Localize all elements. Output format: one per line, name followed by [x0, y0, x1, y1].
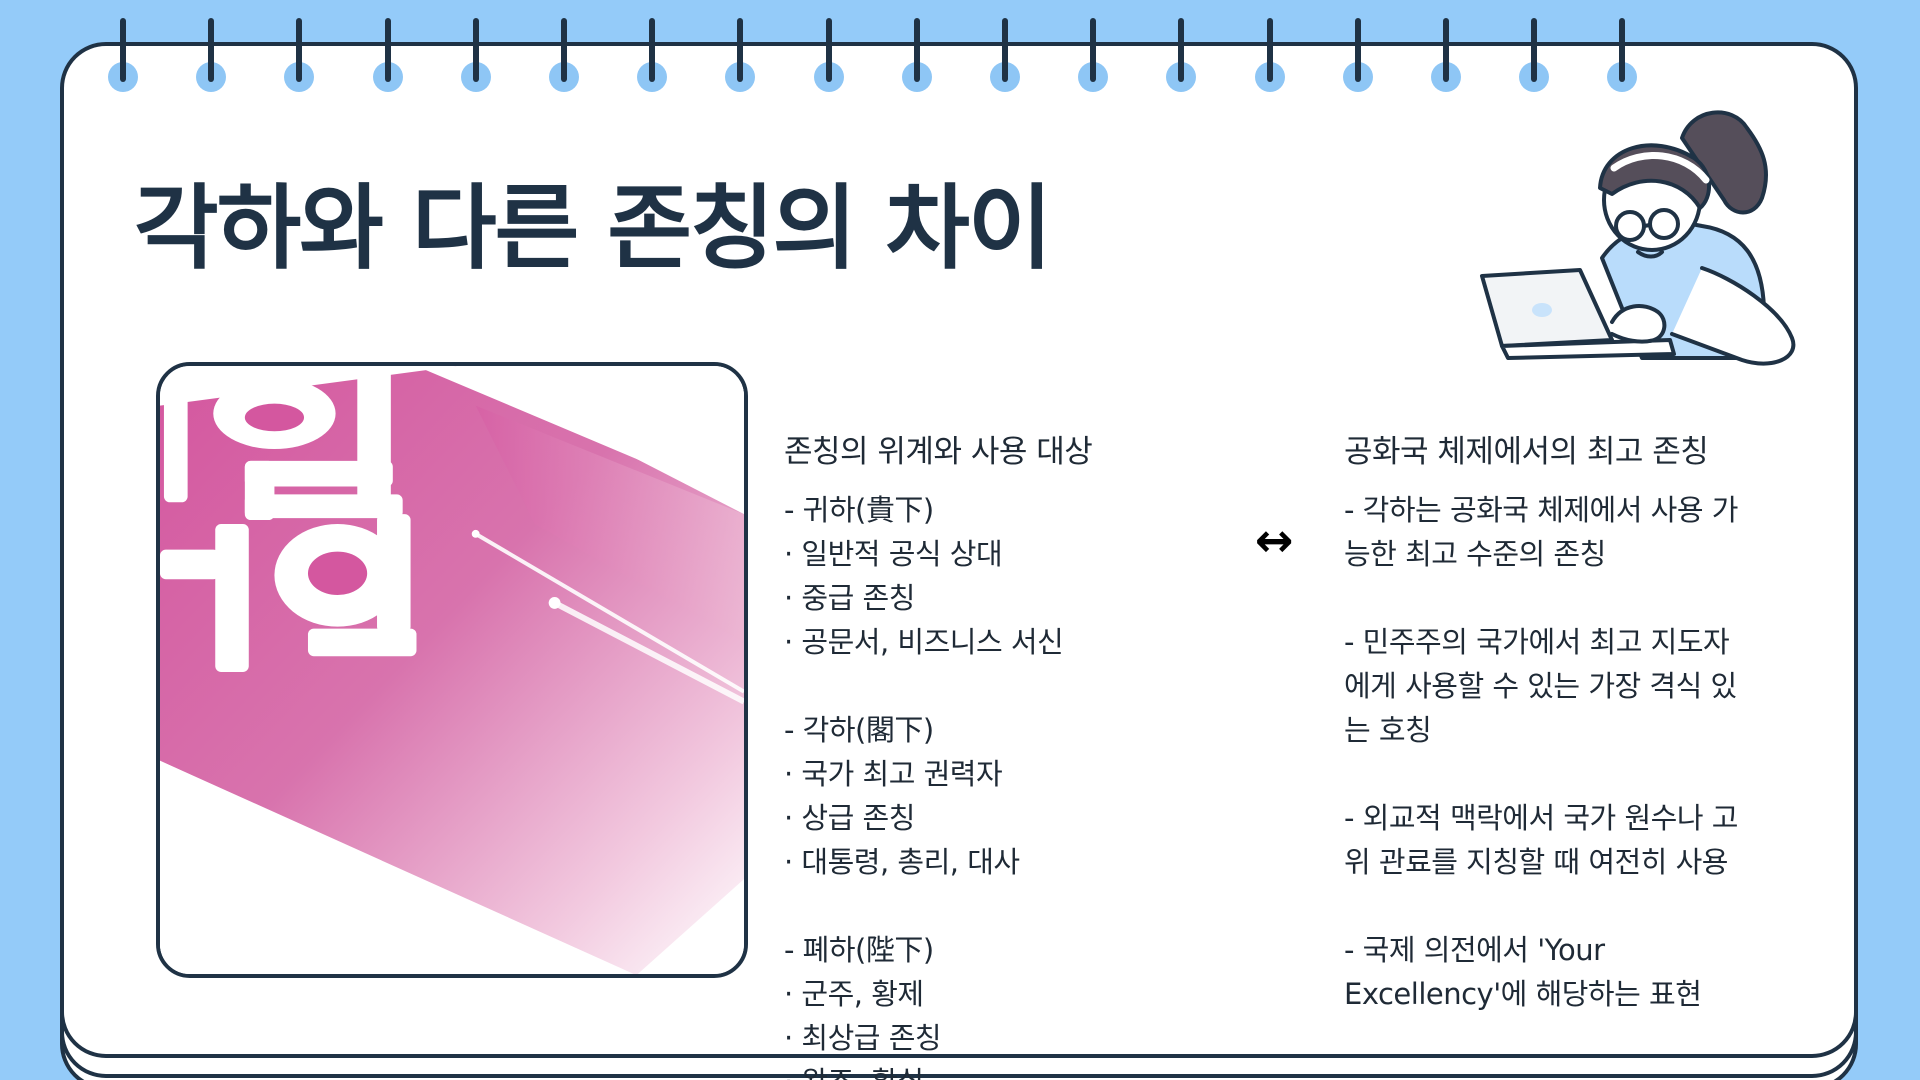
ring-wire: [825, 18, 832, 82]
paragraph-line: - 외교적 맥락에서 국가 원수나 고: [1344, 801, 1738, 835]
ring-wire: [208, 18, 215, 82]
list-item: - 각하(閣下): [784, 713, 934, 747]
spacer: [784, 884, 1204, 928]
paragraph-line: - 국제 의전에서 'Your: [1344, 933, 1605, 967]
paragraph: - 민주주의 국가에서 최고 지도자 에게 사용할 수 있는 가장 격식 있 는…: [1344, 620, 1784, 752]
list-item: · 대통령, 총리, 대사: [784, 845, 1020, 879]
republic-honorific-column: 공화국 체제에서의 최고 존칭 - 각하는 공화국 체제에서 사용 가 능한 최…: [1344, 426, 1784, 1060]
ring-wire: [1619, 18, 1626, 82]
list-item: · 중급 존칭: [784, 581, 915, 615]
list-item: · 왕조, 황실: [784, 1060, 1204, 1080]
ring-wire: [913, 18, 920, 82]
ring-wire: [1178, 18, 1185, 82]
ring-wire: [649, 18, 656, 82]
paragraph-line: 위 관료를 지칭할 때 여전히 사용: [1344, 845, 1728, 879]
pink-3d-text-graphic: [160, 366, 744, 974]
ring-wire: [472, 18, 479, 82]
list-item: · 국가 최고 권력자: [784, 757, 1003, 791]
binder-ring-icon: [1519, 18, 1550, 92]
ring-wire: [1090, 18, 1097, 82]
illustration-image: [156, 362, 748, 978]
binder-ring-icon: [901, 18, 932, 92]
woman-laptop-illustration: [1480, 110, 1796, 366]
binder-ring-icon: [1254, 18, 1285, 92]
binder-ring-icon: [1078, 18, 1109, 92]
ring-wire: [384, 18, 391, 82]
ring-wire: [561, 18, 567, 82]
binder-ring-icon: [1607, 18, 1638, 92]
binder-ring-icon: [813, 18, 844, 92]
ring-wire: [120, 18, 126, 82]
list-item: - 귀하(貴下): [784, 493, 934, 527]
paragraph-line: 는 호칭: [1344, 713, 1432, 747]
ring-wire: [1443, 18, 1449, 82]
ring-wire: [1531, 18, 1538, 82]
slide-title: 각하와 다른 존칭의 차이: [134, 175, 1052, 282]
ring-wire: [1354, 18, 1361, 82]
paragraph: - 외교적 맥락에서 국가 원수나 고 위 관료를 지칭할 때 여전히 사용: [1344, 796, 1784, 884]
list-item: · 최상급 존칭: [784, 1021, 942, 1055]
binder-ring-icon: [284, 18, 315, 92]
spacer: [784, 664, 1204, 708]
list-item: · 공문서, 비즈니스 서신: [784, 625, 1064, 659]
binder-ring-icon: [725, 18, 756, 92]
binder-ring-icon: [460, 18, 491, 92]
paragraph: - 국제 의전에서 'Your Excellency'에 해당하는 표현: [1344, 928, 1784, 1016]
paragraph-line: Excellency'에 해당하는 표현: [1344, 977, 1702, 1011]
paragraph-line: - 민주주의 국가에서 최고 지도자: [1344, 625, 1730, 659]
list-item: · 일반적 공식 상대: [784, 537, 1003, 571]
ring-wire: [737, 18, 744, 82]
ring-wire: [296, 18, 303, 82]
left-column-heading: 존칭의 위계와 사용 대상: [784, 434, 1093, 470]
paragraph-line: 능한 최고 수준의 존칭: [1344, 537, 1606, 571]
right-column-heading: 공화국 체제에서의 최고 존칭: [1344, 434, 1709, 470]
list-item: · 군주, 황제: [784, 977, 924, 1011]
binder-ring-icon: [1166, 18, 1197, 92]
double-arrow-icon: ↔: [1254, 513, 1294, 567]
binder-ring-icon: [1342, 18, 1373, 92]
list-item: - 폐하(陛下): [784, 933, 934, 967]
binder-ring-icon: [196, 18, 227, 92]
binder-ring-icon: [108, 18, 138, 92]
ring-wire: [1002, 18, 1008, 82]
honorific-hierarchy-column: 존칭의 위계와 사용 대상 - 귀하(貴下) · 일반적 공식 상대 · 중급 …: [784, 426, 1204, 1080]
binder-rings: [0, 0, 1920, 100]
ring-wire: [1266, 18, 1273, 82]
paragraph: - 각하는 공화국 체제에서 사용 가 능한 최고 수준의 존칭: [1344, 488, 1784, 576]
binder-ring-icon: [549, 18, 579, 92]
paragraph-line: - 각하는 공화국 체제에서 사용 가: [1344, 493, 1738, 527]
binder-ring-icon: [990, 18, 1020, 92]
paragraph-line: 에게 사용할 수 있는 가장 격식 있: [1344, 669, 1737, 703]
list-item: · 상급 존칭: [784, 801, 915, 835]
binder-ring-icon: [637, 18, 668, 92]
binder-ring-icon: [1431, 18, 1461, 92]
binder-ring-icon: [372, 18, 403, 92]
